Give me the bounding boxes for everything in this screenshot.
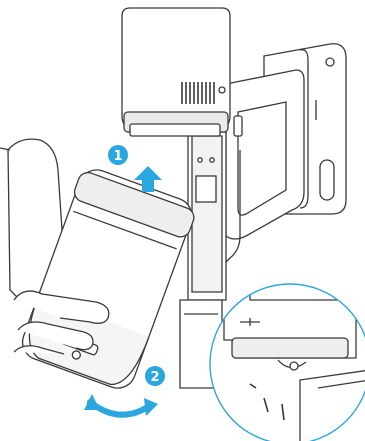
step-2-number: 2 [150,370,159,385]
step-1-badge: 1 [108,145,128,165]
curved-rotate-arrow-icon [84,394,158,416]
vent-grille [182,82,214,104]
step-1-number: 1 [113,149,122,164]
detail-zoom-circle [210,284,365,441]
step-2-badge: 2 [145,366,165,386]
motor-unit [122,8,230,136]
